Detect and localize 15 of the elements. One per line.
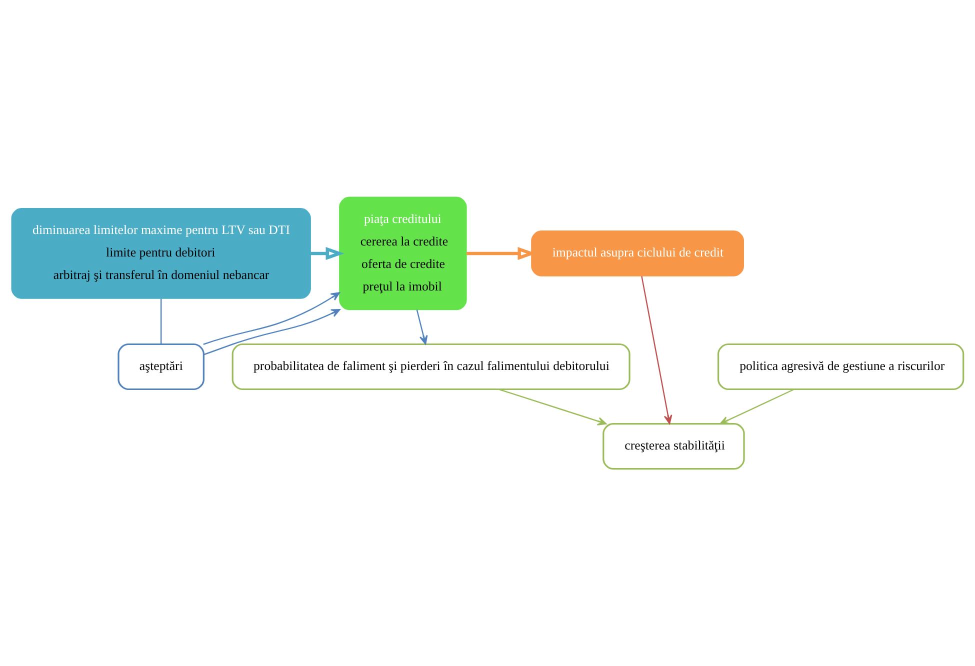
node-box: diminuarea limitelor maxime pentru LTV sau DTI limite pentru debitori arbitraj şi transferul în domeniul nebancar	[11, 208, 311, 299]
node-box: impactul asupra ciclului de credit	[531, 230, 744, 276]
node-box: creşterea stabilităţii	[602, 422, 745, 470]
arrow	[416, 310, 428, 345]
connector	[160, 298, 162, 344]
node-box: piaţa creditului cererea la credite oferta de credite preţul la imobil	[339, 196, 467, 310]
arrow	[310, 246, 344, 260]
node-box: aşteptări	[118, 343, 204, 390]
arrow	[720, 388, 795, 424]
arrow	[641, 276, 672, 424]
node-box: politica agresivă de gestiune a riscurilor	[718, 343, 964, 390]
arrow	[204, 308, 340, 356]
node-box: probabilitatea de faliment şi pierderi în cazul falimentului debitorului	[232, 343, 630, 390]
arrow	[498, 388, 607, 426]
arrow	[203, 292, 340, 345]
